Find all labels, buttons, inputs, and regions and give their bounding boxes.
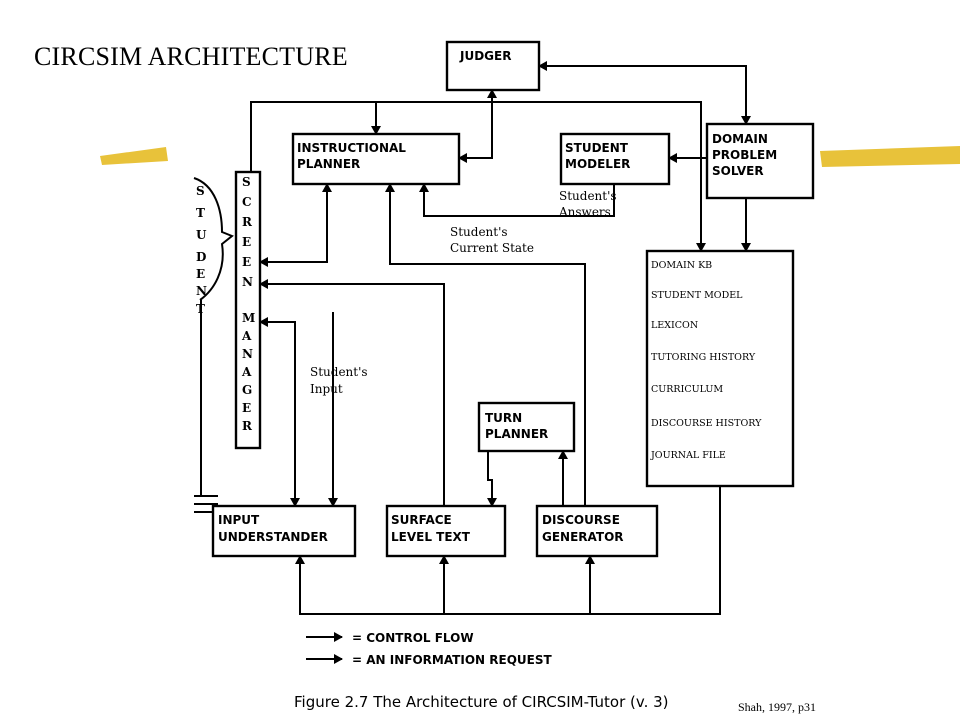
domain-problem-solver-box [705, 122, 815, 200]
slide-title: CIRCSIM ARCHITECTURE [34, 42, 348, 71]
turn-planner-box [477, 401, 576, 453]
student-label: S T U D E N T [196, 184, 211, 316]
left-highlight-stroke [100, 147, 168, 165]
student-modeler-label: STUDENT MODELER [565, 141, 632, 171]
legend-control-flow-text: = CONTROL FLOW [352, 631, 474, 645]
judger-label: JUDGER [459, 49, 511, 63]
input-understander-box [211, 504, 357, 558]
input-understander-label: INPUT UNDERSTANDER [218, 513, 328, 544]
screen-manager-box [234, 170, 262, 450]
source-credit: Shah, 1997, p31 [738, 700, 816, 714]
surface-level-text-box [385, 504, 507, 558]
knowledge-base-box [645, 249, 795, 488]
figure-caption: Figure 2.7 The Architecture of CIRCSIM-T… [294, 693, 669, 711]
instructional-planner-label: INSTRUCTIONAL PLANNER [297, 141, 410, 171]
turn-planner-label: TURN PLANNER [485, 411, 548, 441]
surface-level-text-label: SURFACE LEVEL TEXT [391, 513, 471, 544]
student-figure [193, 177, 234, 513]
students-input-label: Student's Input [310, 365, 371, 396]
domain-problem-solver-label: DOMAIN PROBLEM SOLVER [712, 132, 781, 178]
right-highlight-stroke [820, 146, 960, 167]
discourse-generator-box [535, 504, 659, 558]
knowledge-base-list: DOMAIN KB STUDENT MODEL LEXICON TUTORING… [650, 260, 764, 461]
student-modeler-box [559, 132, 671, 186]
discourse-generator-label: DISCOURSE GENERATOR [542, 513, 624, 544]
legend-information-request-text: = AN INFORMATION REQUEST [352, 653, 552, 667]
students-current-state-label: Student's Current State [450, 225, 534, 255]
screen-manager-label: S C R E E N M A N A G E R [241, 175, 259, 433]
students-answers-label: Student's Answers [558, 189, 620, 219]
connection-lines [250, 61, 751, 615]
